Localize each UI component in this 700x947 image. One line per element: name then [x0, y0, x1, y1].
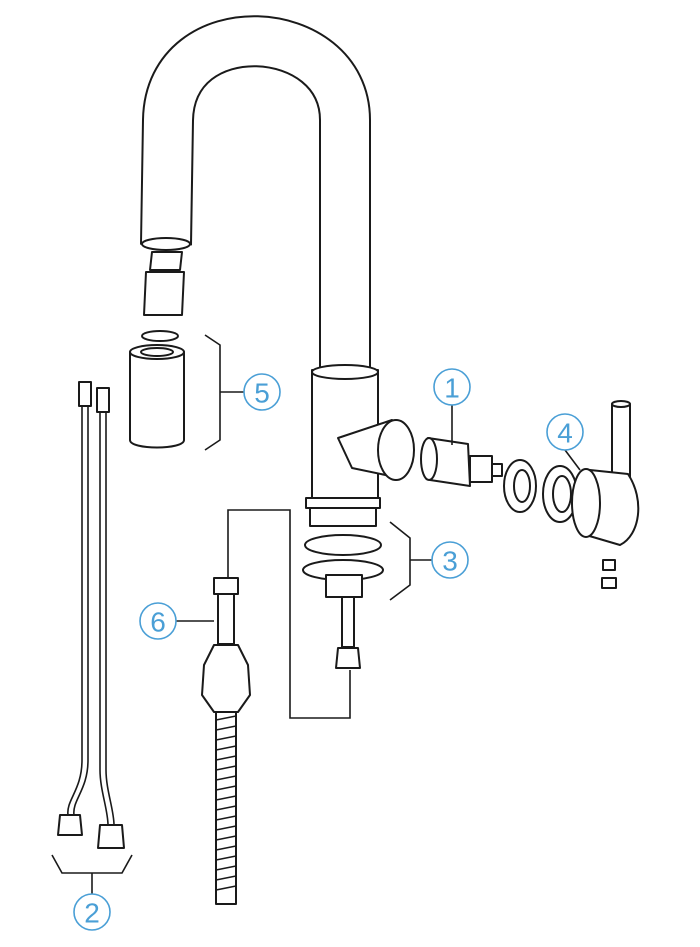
supply-hoses-part: [57, 381, 125, 849]
svg-text:6: 6: [150, 607, 166, 638]
pull-down-hose-part: [201, 577, 251, 905]
leader-lines: [176, 405, 581, 622]
callout-6: 6: [139, 602, 177, 640]
handle-part: [571, 400, 640, 589]
hose-route-line: [227, 509, 351, 719]
cartridge-part: [420, 437, 578, 523]
callout-4: 4: [546, 413, 584, 451]
aerator-part: [129, 251, 185, 449]
spout: [140, 15, 371, 374]
bracket-2: [51, 854, 133, 894]
svg-text:4: 4: [557, 418, 573, 449]
svg-text:5: 5: [254, 378, 270, 409]
bracket-5: [204, 334, 244, 451]
bracket-3: [389, 521, 432, 601]
callout-1: 1: [433, 368, 471, 406]
callout-3: 3: [431, 541, 469, 579]
faucet-body: [302, 364, 415, 669]
svg-text:2: 2: [84, 898, 100, 929]
callout-5: 5: [243, 373, 281, 411]
svg-text:3: 3: [442, 546, 458, 577]
callout-2: 2: [73, 893, 111, 931]
svg-text:1: 1: [444, 373, 460, 404]
